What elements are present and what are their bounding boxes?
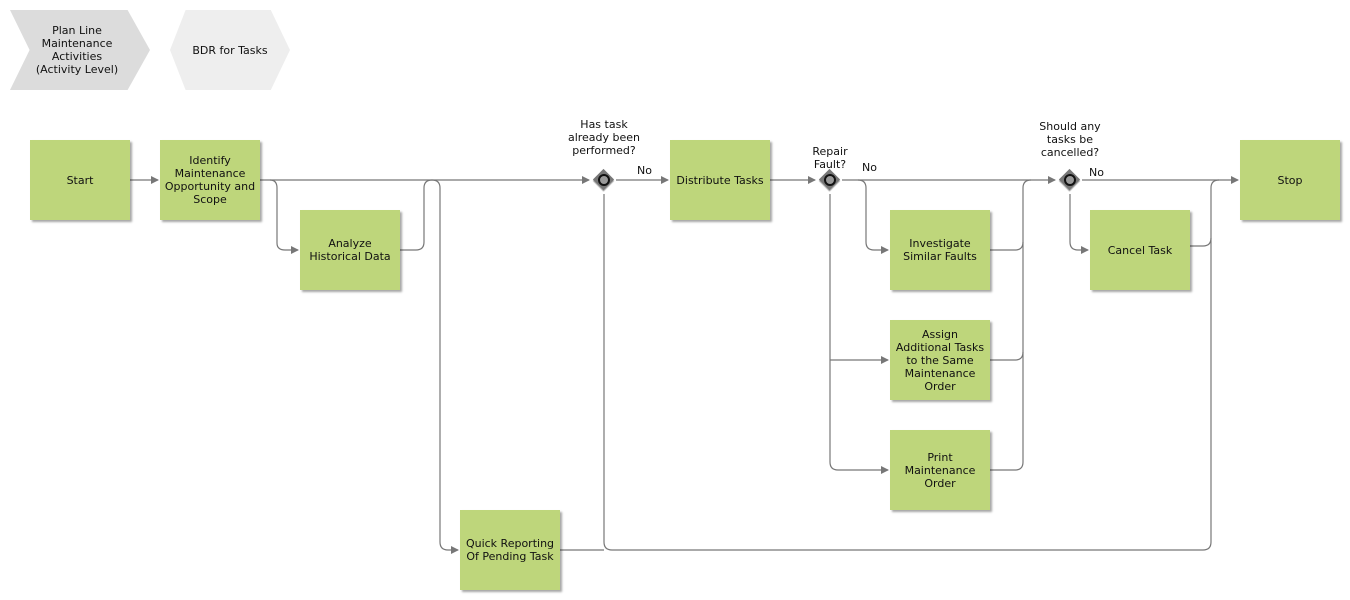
gateway-ring-icon [824,174,836,186]
node-print-maintenance-order[interactable]: Print Maintenance Order [890,430,990,510]
gateway-ring-icon [598,174,610,186]
edge-gw3-cancel [1069,194,1089,254]
node-stop-label: Stop [1277,173,1303,187]
edge-gw2-assign-print [829,194,889,474]
gateway-repair-fault[interactable] [818,168,841,191]
chevron-plan-line-maintenance[interactable]: Plan Line Maintenance Activities (Activi… [10,10,150,90]
node-stop[interactable]: Stop [1240,140,1340,220]
edge-analyze-main [400,179,433,251]
node-cancel-task[interactable]: Cancel Task [1090,210,1190,290]
gateway-task-performed[interactable] [592,168,615,191]
node-start[interactable]: Start [30,140,130,220]
gateway-repair-no-label: No [862,161,877,174]
node-analyze-historical-data[interactable]: Analyze Historical Data [300,210,400,290]
node-start-label: Start [66,173,94,187]
node-identify-maintenance[interactable]: Identify Maintenance Opportunity and Sco… [160,140,260,220]
gateway-repair-label: Repair Fault? [812,145,848,171]
node-print-label: Print Maintenance Order [904,450,976,490]
edge-merge-print [990,179,1032,471]
chevron-bdr-for-tasks[interactable]: BDR for Tasks [170,10,290,90]
node-investigate-faults[interactable]: Investigate Similar Faults [890,210,990,290]
edge-main-quickreport [431,179,459,554]
node-identify-label: Identify Maintenance Opportunity and Sco… [164,154,256,206]
chevron-bdr-label: BDR for Tasks [192,43,268,57]
node-quick-report-label: Quick Reporting Of Pending Task [465,537,555,563]
chevron-plan-line-label: Plan Line Maintenance Activities (Activi… [35,24,119,76]
edge-merge-investigate [990,241,1024,251]
node-assign-label: Assign Additional Tasks to the Same Main… [895,327,985,393]
edge-merge-assign [990,351,1024,361]
node-investigate-label: Investigate Similar Faults [903,237,977,263]
gateway-cancelled-label: Should any tasks be cancelled? [1039,120,1101,159]
gateway-ring-icon [1064,174,1076,186]
node-quick-reporting[interactable]: Quick Reporting Of Pending Task [460,510,560,590]
gateway-tasks-cancelled[interactable] [1058,168,1081,191]
edge-cancel-stop [1190,237,1212,247]
edge-gw1-bottom [603,179,1220,551]
gateway-performed-no-label: No [637,164,652,177]
node-analyze-label: Analyze Historical Data [309,237,391,263]
edge-gw2-investigate [857,179,889,254]
node-assign-additional-tasks[interactable]: Assign Additional Tasks to the Same Main… [890,320,990,400]
node-distribute-tasks[interactable]: Distribute Tasks [670,140,770,220]
node-distribute-label: Distribute Tasks [676,173,764,187]
edge-identify-analyze [269,179,299,254]
node-cancel-label: Cancel Task [1107,243,1173,257]
gateway-cancelled-no-label: No [1089,166,1104,179]
gateway-performed-label: Has task already been performed? [567,118,641,157]
